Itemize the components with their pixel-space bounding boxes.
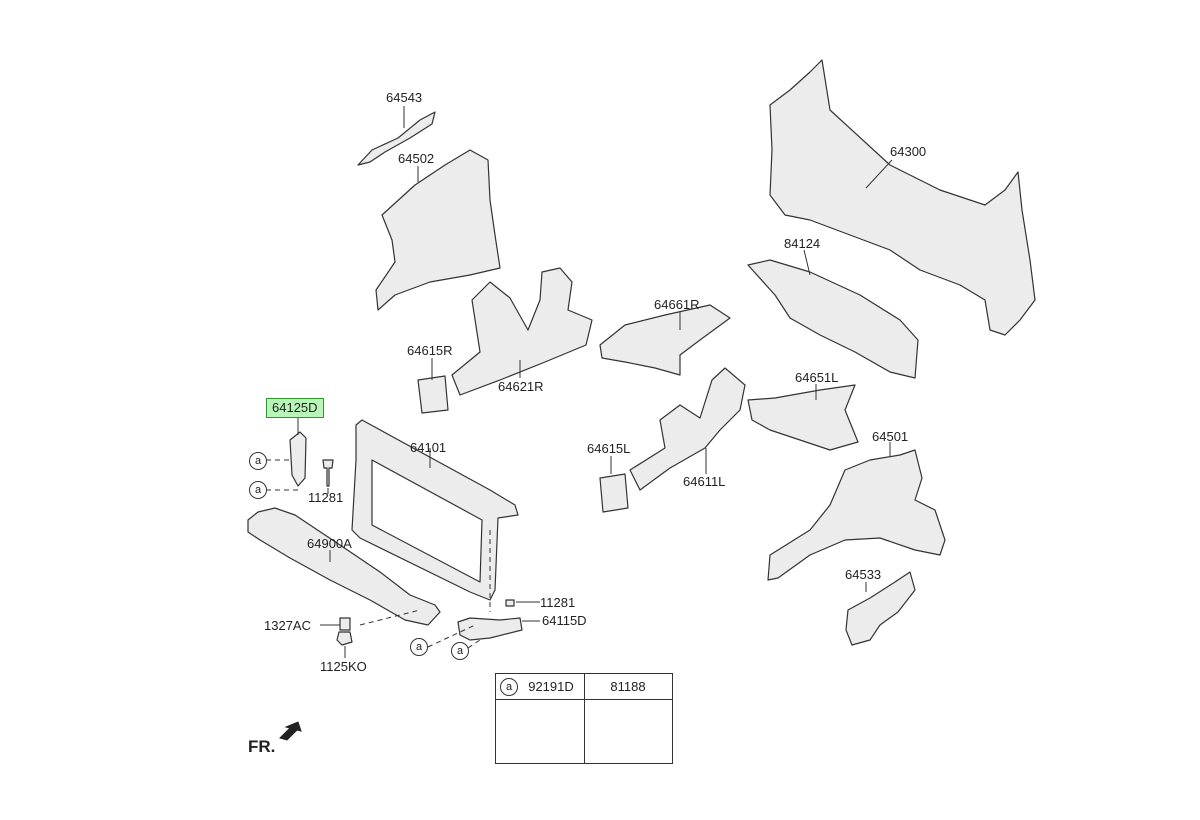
front-direction-arrow-icon (279, 721, 302, 741)
part-64501-shape (767, 449, 946, 581)
label-64115D[interactable]: 64115D (542, 613, 587, 628)
label-64651L[interactable]: 64651L (795, 370, 839, 385)
callout-a-3: a (410, 638, 428, 656)
bolt-1327AC-shape (339, 617, 351, 631)
part-64300-shape (769, 59, 1036, 336)
label-64300[interactable]: 64300 (890, 144, 927, 159)
part-64611L-shape (629, 367, 746, 491)
callout-a-1: a (249, 452, 267, 470)
label-64615R[interactable]: 64615R (407, 343, 453, 358)
label-64543[interactable]: 64543 (386, 90, 423, 105)
legend-col-92191D[interactable]: 92191D (528, 679, 574, 694)
label-64502[interactable]: 64502 (398, 151, 435, 166)
callout-a-2: a (249, 481, 267, 499)
label-84124[interactable]: 84124 (784, 236, 821, 251)
label-11281-upper[interactable]: 11281 (308, 490, 344, 505)
part-84124-shape (747, 259, 919, 379)
part-64651L-shape (747, 384, 859, 451)
callout-a-4: a (451, 642, 469, 660)
label-64661R[interactable]: 64661R (654, 297, 700, 312)
legend-callout-a: a (500, 678, 518, 696)
part-64661R-shape (599, 304, 731, 376)
part-64543-shape (357, 111, 436, 166)
label-64611L[interactable]: 64611L (683, 474, 726, 489)
part-64115D-shape (457, 617, 523, 641)
label-11281-lower[interactable]: 11281 (540, 595, 576, 610)
part-64125D-shape (289, 431, 307, 487)
bolt-11281a-shape (322, 459, 334, 487)
label-64101[interactable]: 64101 (410, 440, 447, 455)
part-64615R-shape (417, 375, 449, 414)
part-64502-shape (375, 149, 501, 311)
legend-col-81188[interactable]: 81188 (610, 679, 646, 694)
part-64900A-shape (247, 507, 441, 626)
legend-table: a 92191D 81188 (495, 673, 673, 764)
bolt-11281b-shape (505, 599, 515, 607)
label-64501[interactable]: 64501 (872, 429, 909, 444)
part-64615L-shape (599, 473, 629, 513)
part-64533-shape (845, 571, 916, 646)
nut-1125KO-shape (336, 631, 353, 646)
part-64101-shape (351, 419, 519, 601)
label-1125KO[interactable]: 1125KO (320, 659, 367, 674)
label-64615L[interactable]: 64615L (587, 441, 631, 456)
label-64533[interactable]: 64533 (845, 567, 882, 582)
label-64125D-highlighted[interactable]: 64125D (266, 398, 324, 418)
front-direction-label: FR. (248, 737, 276, 756)
label-1327AC[interactable]: 1327AC (264, 618, 311, 633)
label-64621R[interactable]: 64621R (498, 379, 544, 394)
label-64900A[interactable]: 64900A (307, 536, 352, 551)
part-64621R-shape (451, 267, 593, 396)
legend-divider-vertical (584, 674, 585, 763)
